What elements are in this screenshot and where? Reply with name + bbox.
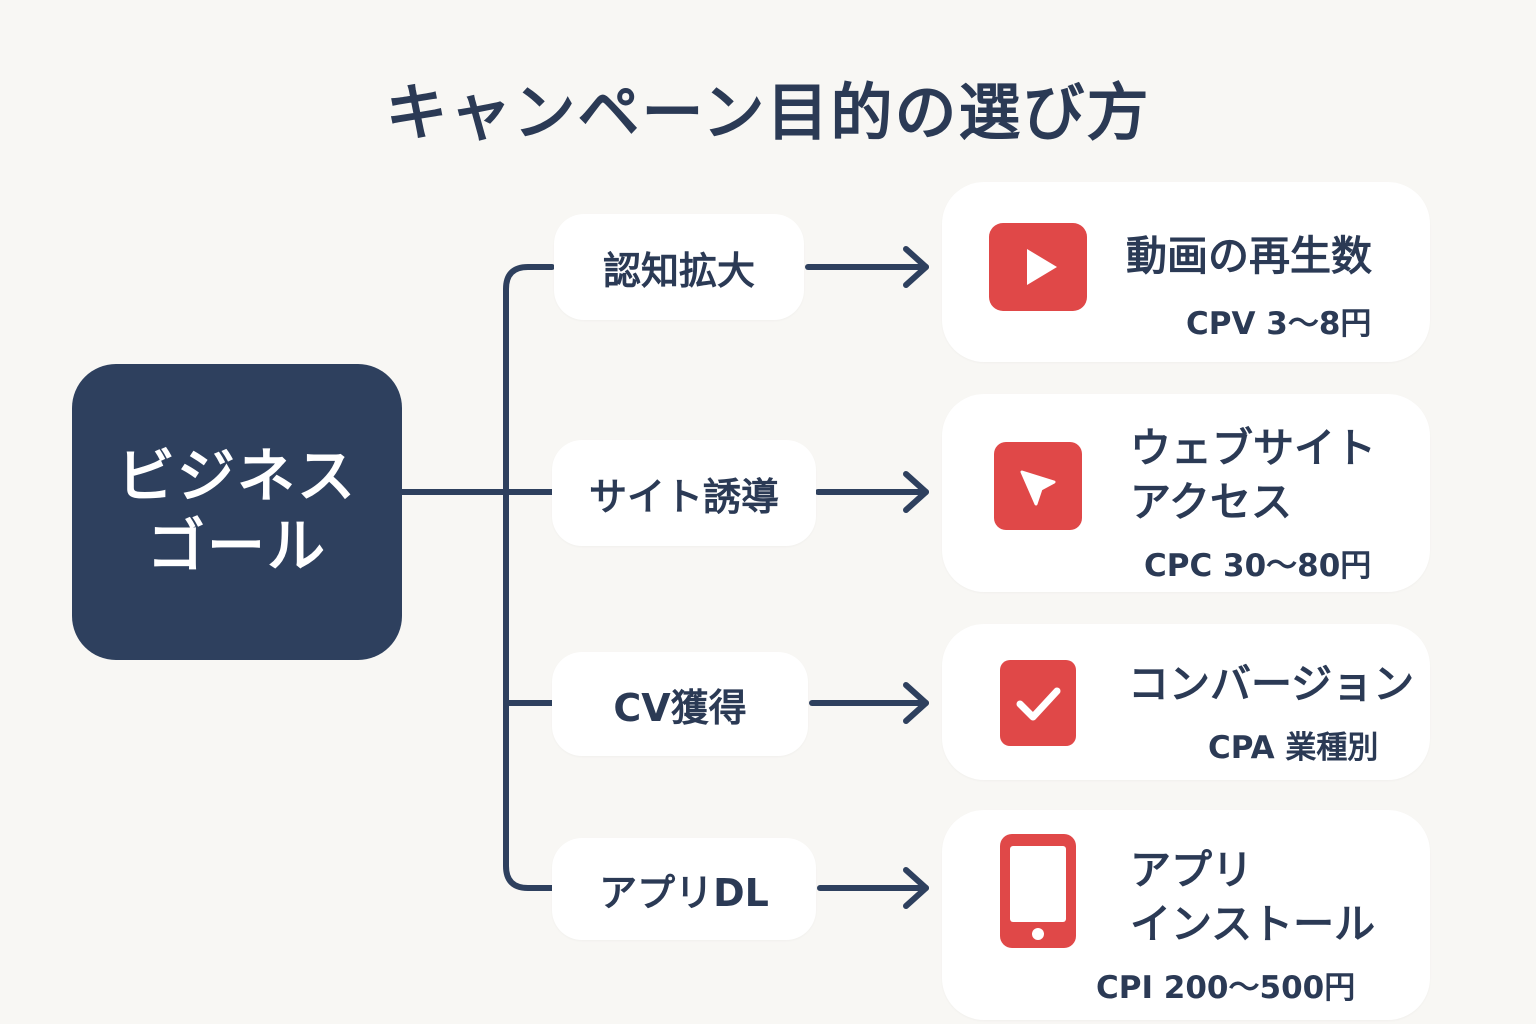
smartphone-icon: [1000, 834, 1076, 952]
objective-conversion: CV獲得: [552, 652, 808, 756]
objective-site-traffic: サイト誘導: [552, 440, 816, 546]
result-label: 動画の再生数: [1126, 232, 1372, 280]
metric-label: CPI 200～500円: [1096, 970, 1356, 1006]
business-goal-line2: ゴール: [146, 512, 327, 580]
result-card-conversion: コンバージョン CPA 業種別: [942, 624, 1430, 780]
result-label-line2: インストール: [1130, 900, 1376, 948]
arrow-cv: [809, 682, 929, 724]
objective-app-download-label: アプリDL: [599, 870, 769, 915]
result-label-line1: アプリ: [1130, 846, 1253, 894]
objective-conversion-label: CV獲得: [613, 685, 747, 730]
result-card-video-views: 動画の再生数 CPV 3～8円: [942, 182, 1430, 362]
cursor-arrow-icon: [994, 442, 1082, 534]
branch-spine: [503, 264, 555, 891]
metric-label: CPV 3～8円: [1186, 306, 1372, 342]
result-card-website-access: ウェブサイト アクセス CPC 30～80円: [942, 394, 1430, 592]
objective-awareness: 認知拡大: [554, 214, 804, 320]
objective-awareness-label: 認知拡大: [602, 248, 755, 293]
business-goal-line1: ビジネス: [116, 442, 357, 511]
result-label: コンバージョン: [1128, 660, 1415, 708]
metric-label: CPC 30～80円: [1144, 548, 1372, 584]
business-goal-box: ビジネス ゴール: [72, 364, 402, 660]
result-label-line1: ウェブサイト: [1130, 424, 1376, 472]
arrow-awareness: [805, 246, 929, 288]
objective-site-traffic-label: サイト誘導: [588, 474, 779, 519]
result-label-line2: アクセス: [1130, 478, 1292, 526]
checkmark-icon: [1000, 660, 1076, 750]
objective-app-download: アプリDL: [552, 838, 816, 940]
play-icon: [989, 223, 1087, 315]
result-card-app-install: アプリ インストール CPI 200～500円: [942, 810, 1430, 1020]
page-title: キャンペーン目的の選び方: [385, 76, 1151, 149]
arrow-app: [817, 867, 929, 909]
arrow-site: [815, 471, 929, 513]
metric-label: CPA 業種別: [1208, 730, 1379, 766]
